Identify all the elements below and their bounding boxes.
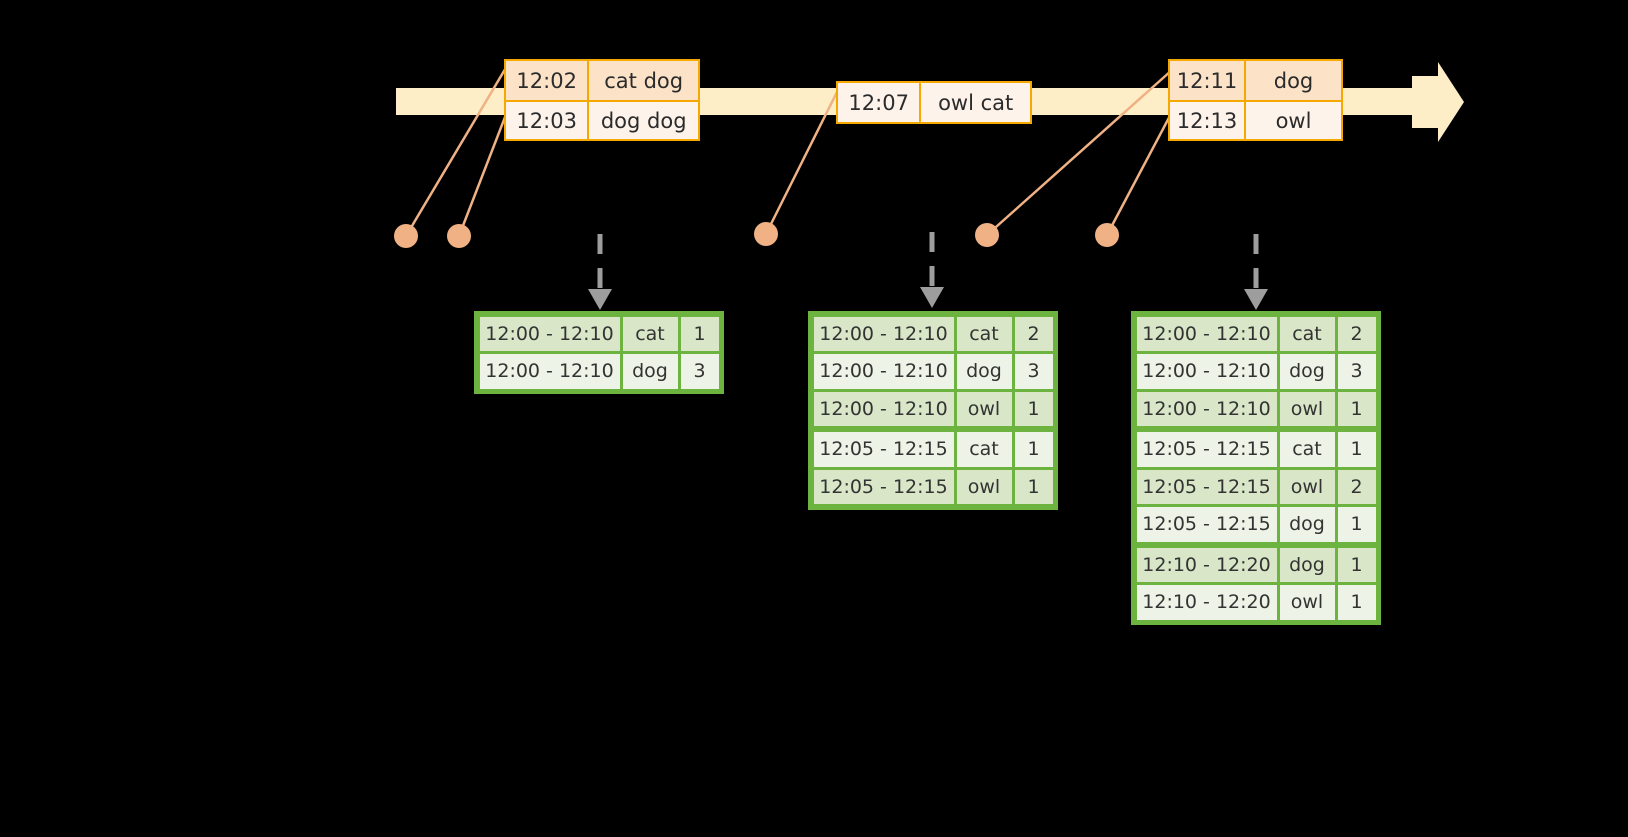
cell-count: 1 [1014,432,1053,467]
timeline-event-group-2[interactable]: 12:07 owl cat [836,81,1032,124]
cell-window: 12:05 - 12:15 [1136,507,1277,542]
cell-word: cat [956,316,1012,351]
cell-word: dog [956,354,1012,389]
cell-count: 3 [680,354,719,389]
timeline-event-row[interactable]: 12:03 dog dog [506,100,698,139]
cell-count: 1 [1014,469,1053,504]
cell-count: 1 [680,316,719,351]
table-group-separator [1135,543,1377,546]
cell-count: 3 [1337,354,1376,389]
timeline-event-row[interactable]: 12:02 cat dog [506,61,698,100]
cell-count: 2 [1337,316,1376,351]
cell-count: 2 [1014,316,1053,351]
cell-window: 12:10 - 12:20 [1136,547,1277,582]
event-marker-dot [754,222,778,246]
cell-window: 12:00 - 12:10 [479,354,620,389]
event-words: dog dog [600,108,687,133]
cell-count: 3 [1014,354,1053,389]
cell-word: dog [1279,507,1335,542]
cell-count: 1 [1337,585,1376,620]
cell-count: 2 [1337,469,1376,504]
cell-count: 1 [1337,432,1376,467]
table-group-separator [1135,427,1377,431]
cell-window: 12:00 - 12:10 [1136,354,1277,389]
cell-word: cat [622,316,678,351]
cell-window: 12:00 - 12:10 [813,391,954,426]
event-marker-dot [1095,223,1119,247]
cell-window: 12:00 - 12:10 [479,316,620,351]
timeline-event-row[interactable]: 12:07 owl cat [838,83,1030,122]
event-words: owl [1275,108,1312,133]
cell-window: 12:00 - 12:10 [813,354,954,389]
timeline-event-group-3[interactable]: 12:11 dog 12:13 owl [1168,59,1343,141]
event-words: owl cat [938,90,1014,115]
cell-word: cat [956,432,1012,467]
cell-word: owl [1279,469,1335,504]
cell-word: owl [956,469,1012,504]
event-time: 12:03 [506,102,590,139]
cell-count: 1 [1337,547,1376,582]
table-group-separator [812,427,1054,431]
event-time: 12:11 [1170,61,1246,100]
cell-word: owl [1279,391,1335,426]
cell-window: 12:10 - 12:20 [1136,585,1277,620]
cell-window: 12:05 - 12:15 [1136,469,1277,504]
cell-word: dog [1279,354,1335,389]
timeline-event-group-1[interactable]: 12:02 cat dog 12:03 dog dog [504,59,700,141]
cell-window: 12:00 - 12:10 [1136,316,1277,351]
cell-window: 12:00 - 12:10 [1136,391,1277,426]
event-time: 12:07 [838,83,922,122]
cell-count: 1 [1014,391,1053,426]
cell-word: dog [1279,547,1335,582]
cell-window: 12:05 - 12:15 [813,432,954,467]
event-marker-dot [447,224,471,248]
cell-count: 1 [1337,507,1376,542]
event-time: 12:13 [1170,102,1246,139]
event-time: 12:02 [506,61,590,100]
event-words: dog [1273,68,1314,93]
cell-window: 12:05 - 12:15 [813,469,954,504]
timeline-event-row[interactable]: 12:13 owl [1170,100,1341,139]
cell-word: cat [1279,316,1335,351]
cell-window: 12:05 - 12:15 [1136,432,1277,467]
cell-word: owl [1279,585,1335,620]
timeline-arrow-icon [1412,62,1464,142]
cell-word: cat [1279,432,1335,467]
cell-count: 1 [1337,391,1376,426]
event-words: cat dog [604,68,684,93]
cell-word: owl [956,391,1012,426]
event-marker-dot [394,224,418,248]
cell-window: 12:00 - 12:10 [813,316,954,351]
cell-word: dog [622,354,678,389]
timeline-event-row[interactable]: 12:11 dog [1170,61,1341,100]
event-marker-dot [975,223,999,247]
